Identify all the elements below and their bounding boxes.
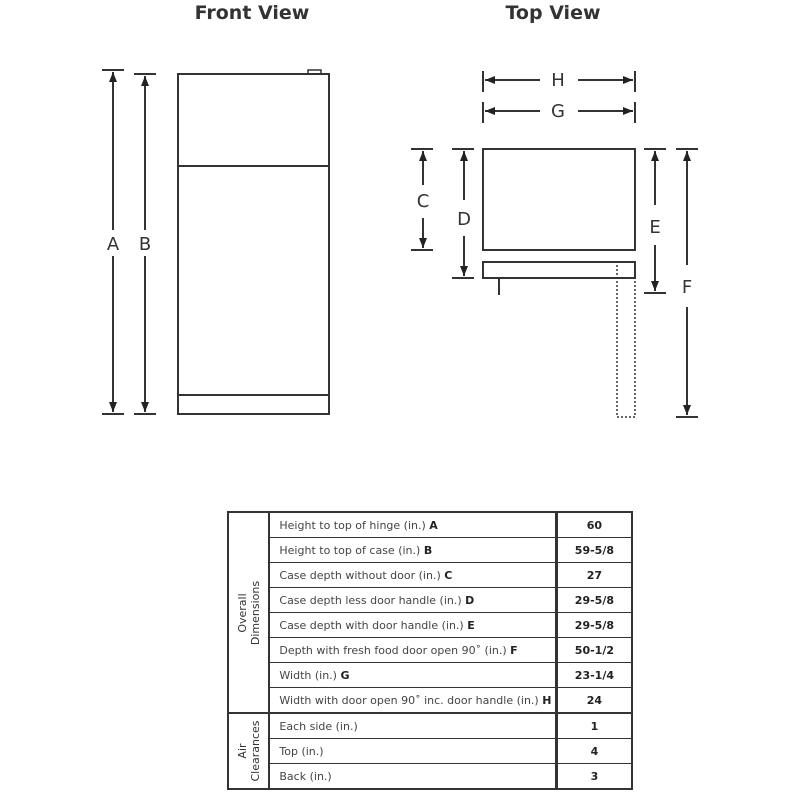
table-row: Depth with fresh food door open 90˚ (in.… <box>228 637 633 663</box>
description-text: Case depth with door handle (in.) <box>279 618 464 632</box>
description-text: Back (in.) <box>279 769 332 783</box>
dimension-description: Case depth less door handle (in.) D <box>268 587 557 613</box>
description-text: Each side (in.) <box>279 719 358 733</box>
dimension-description: Back (in.) <box>268 763 557 790</box>
dimension-value: 27 <box>554 562 633 588</box>
dimension-key: A <box>429 518 438 532</box>
dimension-value: 29-5/8 <box>554 612 633 638</box>
description-text: Width with door open 90˚ inc. door handl… <box>279 693 539 707</box>
dimension-value: 50-1/2 <box>554 637 633 663</box>
label-c: C <box>417 191 430 212</box>
dimension-description: Case depth with door handle (in.) E <box>268 612 557 638</box>
dimension-g-arrow <box>482 102 636 123</box>
label-h: H <box>551 70 565 91</box>
dimension-drawings: Front View Top View A B H G C D E F <box>102 2 698 418</box>
dimension-b-arrow <box>134 73 156 415</box>
front-view-title: Front View <box>195 2 310 24</box>
dimension-description: Depth with fresh food door open 90˚ (in.… <box>268 637 557 663</box>
dimension-description: Height to top of hinge (in.) A <box>268 511 557 538</box>
dimension-f-arrow <box>676 148 698 418</box>
dimension-c-arrow <box>411 148 433 251</box>
dimension-key: E <box>467 618 475 632</box>
dimension-key: B <box>423 543 433 557</box>
dimension-key: G <box>340 668 350 682</box>
label-e: E <box>649 217 660 238</box>
dimension-key: F <box>510 643 518 657</box>
dimension-h-arrow <box>482 71 636 92</box>
dimension-value: 29-5/8 <box>554 587 633 613</box>
group-label-line1: Air <box>235 743 249 759</box>
dimension-description: Width with door open 90˚ inc. door handl… <box>268 687 557 714</box>
label-f: F <box>682 277 692 298</box>
description-text: Height to top of hinge (in.) <box>279 518 426 532</box>
dimension-description: Width (in.) G <box>268 662 557 688</box>
table-row: Back (in.) 3 <box>228 763 633 790</box>
label-b: B <box>139 234 151 255</box>
dimension-key: H <box>542 693 552 707</box>
dimension-value: 24 <box>554 687 633 714</box>
group-label-line2: Dimensions <box>248 580 262 645</box>
description-text: Case depth without door (in.) <box>279 568 441 582</box>
description-text: Depth with fresh food door open 90˚ (in.… <box>279 643 507 657</box>
dimension-key: C <box>444 568 453 582</box>
dimension-value: 23-1/4 <box>554 662 633 688</box>
dimension-description: Top (in.) <box>268 738 557 764</box>
dimension-value: 60 <box>554 511 633 538</box>
label-d: D <box>457 209 471 230</box>
table-row: Width with door open 90˚ inc. door handl… <box>228 687 633 714</box>
description-text: Height to top of case (in.) <box>279 543 421 557</box>
description-text: Width (in.) <box>279 668 337 682</box>
label-a: A <box>107 234 120 255</box>
group-label-line1: Overall <box>235 592 249 633</box>
top-view-title: Top View <box>505 2 600 24</box>
label-g: G <box>551 101 565 122</box>
description-text: Case depth less door handle (in.) <box>279 593 462 607</box>
dimension-a-arrow <box>102 69 124 415</box>
dimension-d-arrow <box>452 148 474 279</box>
dimension-e-arrow <box>644 148 666 294</box>
dimension-value: 4 <box>554 738 633 764</box>
dimension-key: D <box>465 593 475 607</box>
dimension-value: 3 <box>554 763 633 790</box>
dimension-description: Each side (in.) <box>268 712 557 739</box>
dimension-value: 1 <box>554 712 633 739</box>
top-view-fridge <box>482 148 636 418</box>
front-view-fridge <box>177 69 330 415</box>
table-row: Top (in.) 4 <box>228 738 633 764</box>
description-text: Top (in.) <box>279 744 324 758</box>
dimension-description: Height to top of case (in.) B <box>268 537 557 563</box>
dimension-description: Case depth without door (in.) C <box>268 562 557 588</box>
dimension-value: 59-5/8 <box>554 537 633 563</box>
group-label-line2: Clearances <box>248 720 262 782</box>
